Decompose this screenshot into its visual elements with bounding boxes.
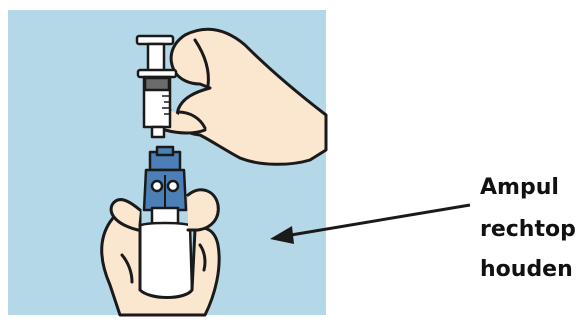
vial-adapter xyxy=(144,147,186,210)
callout-label-line-3: houden xyxy=(480,257,573,283)
callout-label-line-1: Ampul xyxy=(480,175,559,201)
callout-label-line-2: rechtop xyxy=(480,217,576,243)
